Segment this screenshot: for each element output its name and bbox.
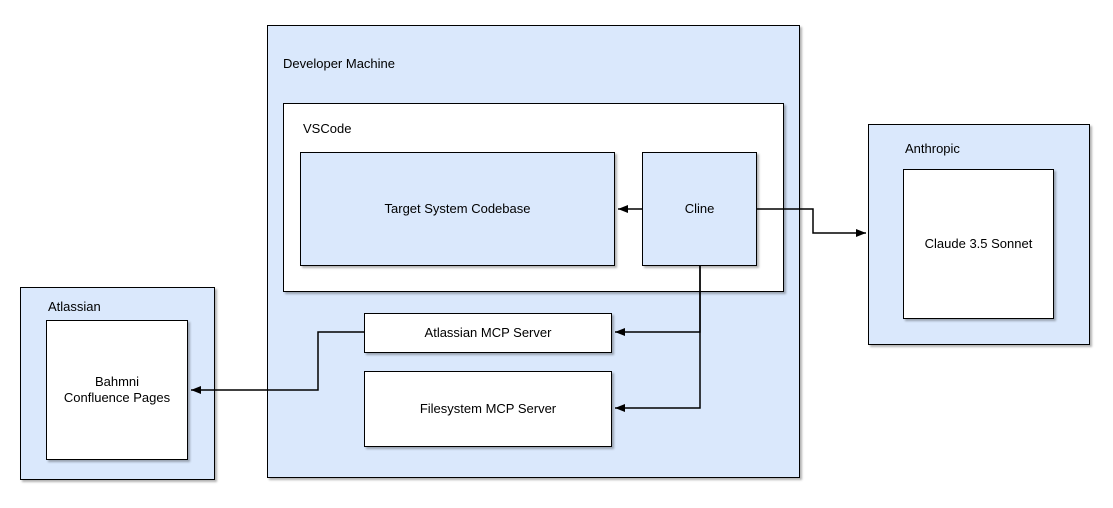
anthropic-label: Anthropic xyxy=(905,141,960,156)
atlassian-label: Atlassian xyxy=(48,299,101,314)
vscode-label: VSCode xyxy=(303,121,352,136)
filesystem-mcp-server-node: Filesystem MCP Server xyxy=(364,371,612,447)
bahmni-confluence-pages-node: Bahmni Confluence Pages xyxy=(46,320,188,460)
target-system-codebase-label: Target System Codebase xyxy=(384,200,531,216)
cline-node: Cline xyxy=(642,152,757,266)
atlassian-mcp-server-label: Atlassian MCP Server xyxy=(424,324,552,340)
claude-3-5-sonnet-node: Claude 3.5 Sonnet xyxy=(903,169,1054,319)
target-system-codebase-node: Target System Codebase xyxy=(300,152,615,266)
filesystem-mcp-server-label: Filesystem MCP Server xyxy=(419,400,557,416)
atlassian-mcp-server-node: Atlassian MCP Server xyxy=(364,313,612,353)
claude-3-5-sonnet-label: Claude 3.5 Sonnet xyxy=(924,235,1033,251)
developer-machine-label: Developer Machine xyxy=(283,56,396,71)
bahmni-confluence-pages-label: Bahmni Confluence Pages xyxy=(63,373,171,405)
cline-label: Cline xyxy=(684,200,715,216)
